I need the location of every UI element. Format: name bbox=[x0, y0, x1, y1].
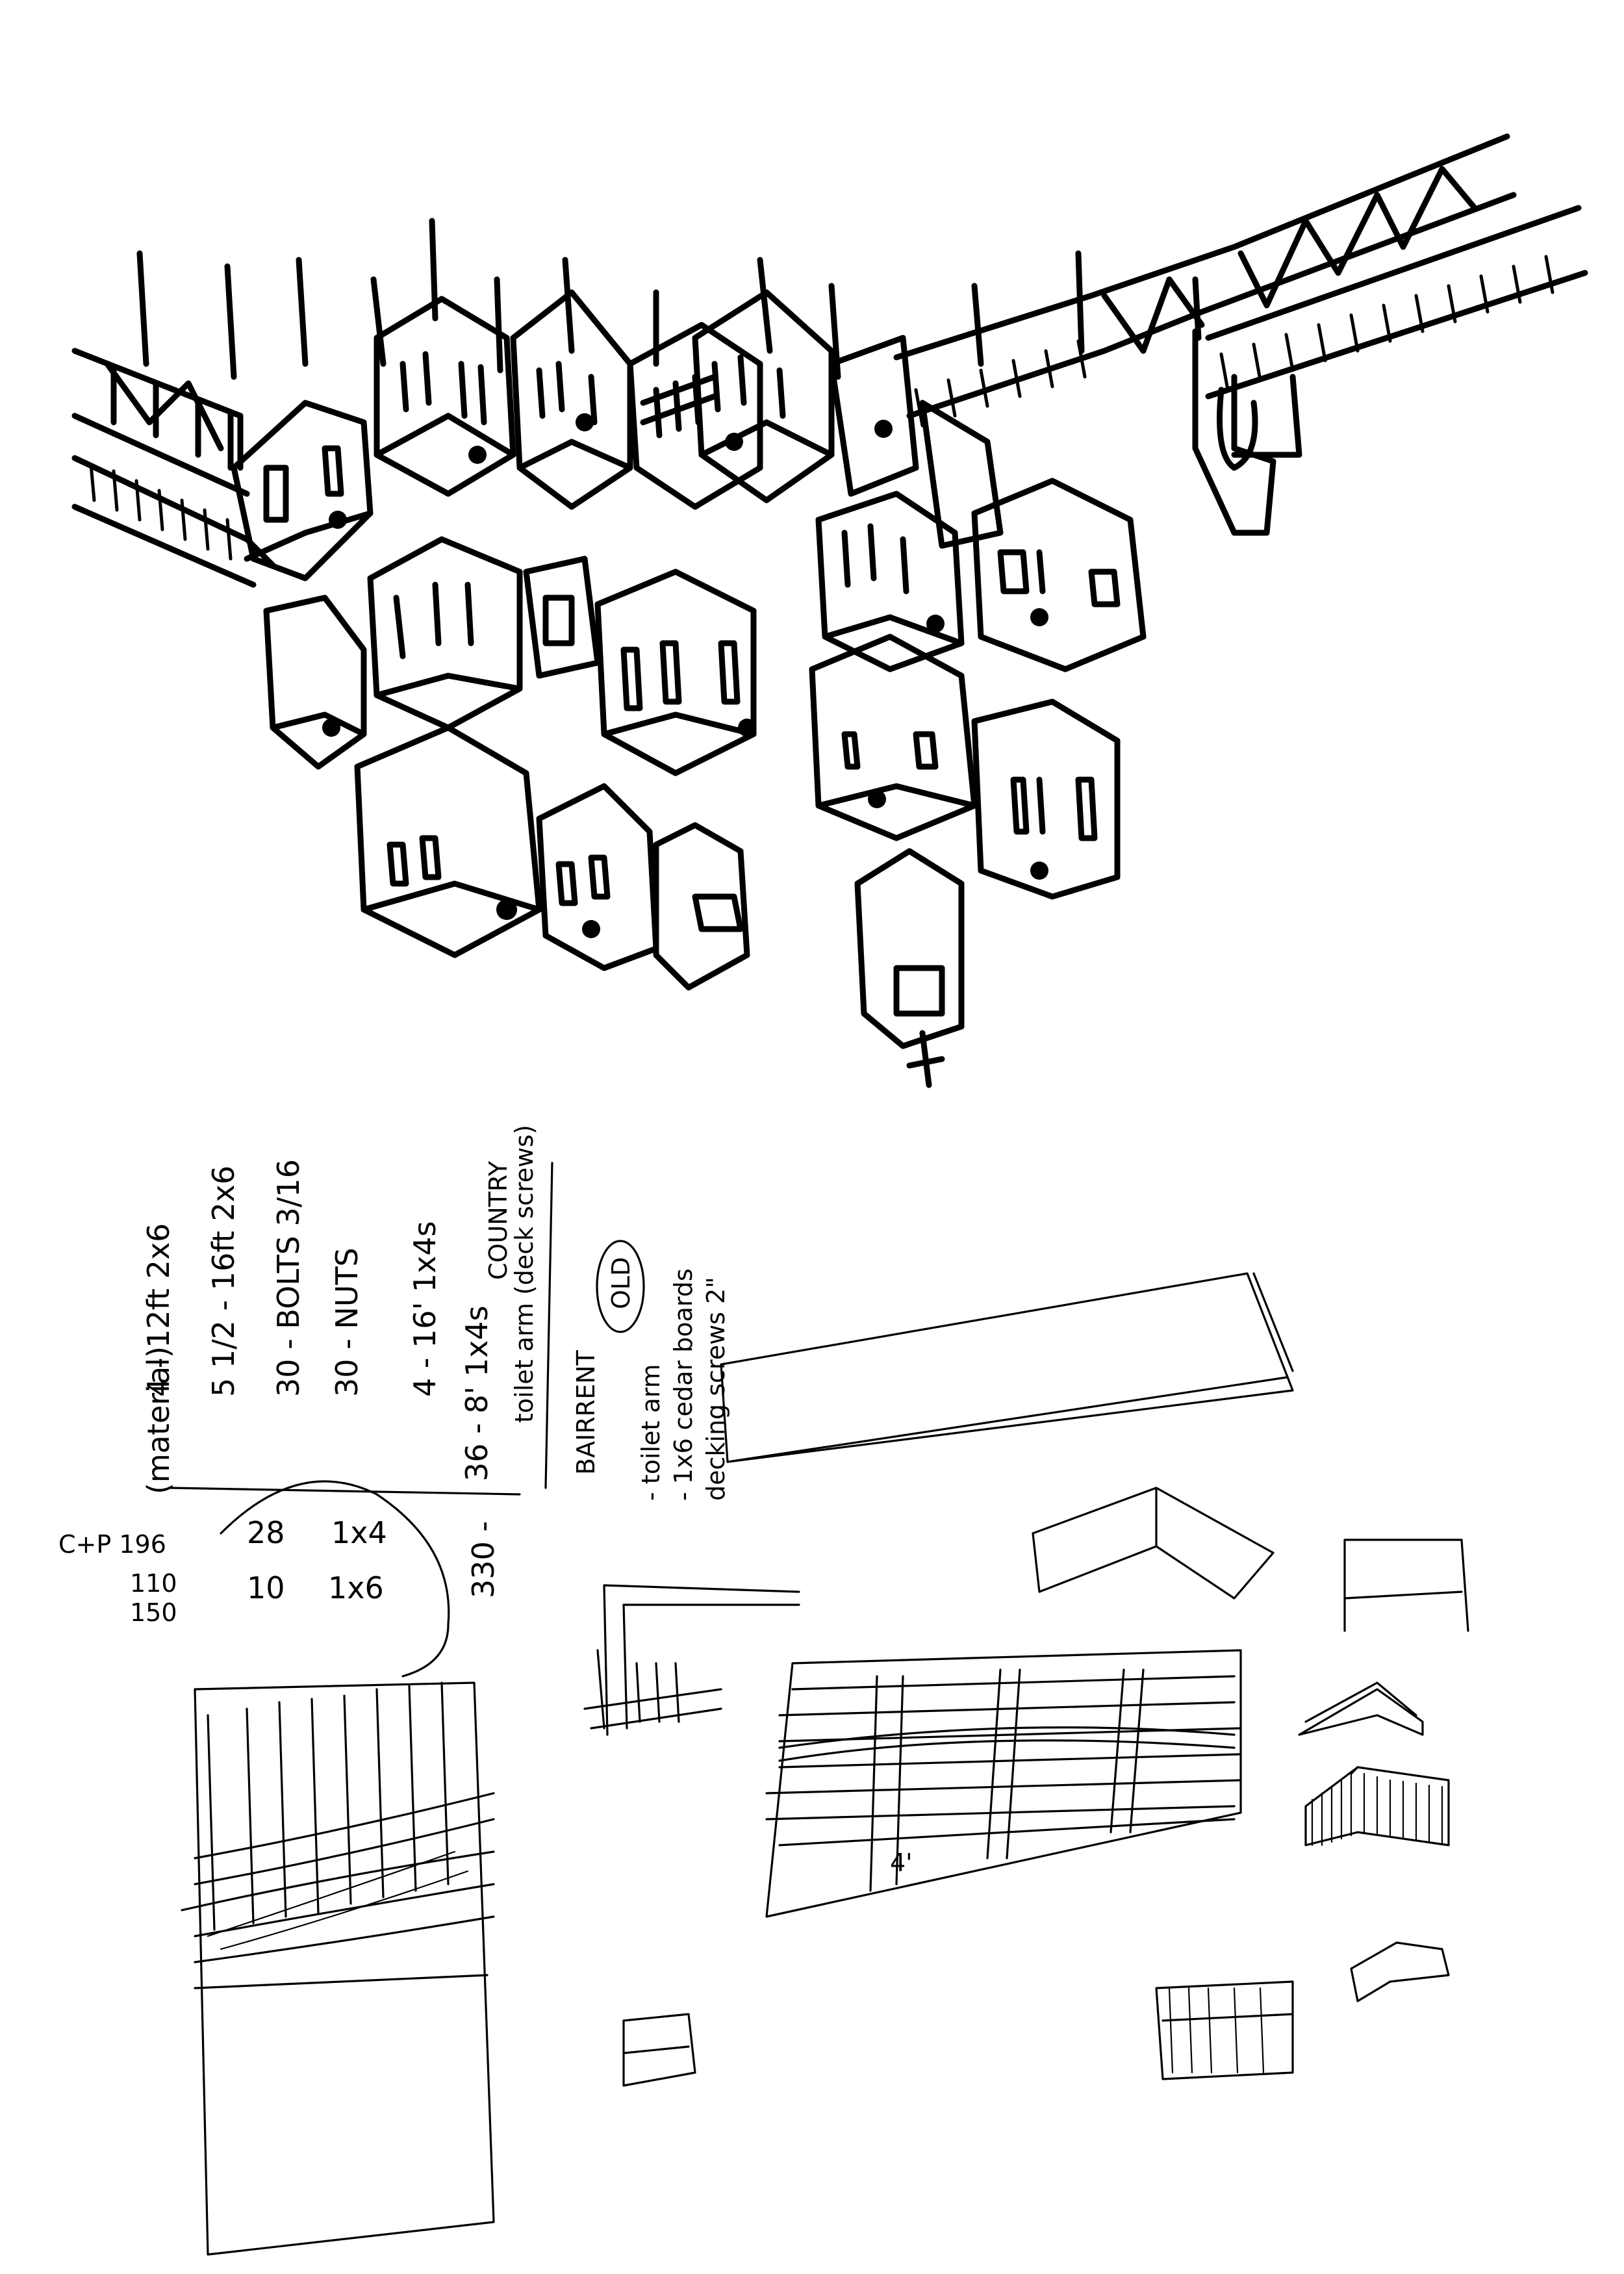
list-a-line-3: 5 1/2 - 16ft 2x6 bbox=[206, 1166, 241, 1397]
tally-r1-c1: C+P 196 bbox=[58, 1530, 166, 1559]
tally-r1-c3: 1x4 bbox=[331, 1515, 387, 1550]
stacked-houses bbox=[231, 289, 1147, 1088]
fence-sketch-left bbox=[181, 1681, 495, 2256]
left-bridge-truss bbox=[71, 348, 276, 588]
small-panel-sketch bbox=[622, 2013, 696, 2087]
list-a-annotation: COUNTRY bbox=[484, 1160, 513, 1280]
tally-notes: C+P 196 28 1x4 110 10 1x6 150 330 - bbox=[58, 1480, 501, 1678]
bracket-sketch bbox=[1032, 1487, 1275, 1600]
list-a-line-5: 30 - NUTS bbox=[329, 1247, 364, 1397]
frame-sketch bbox=[1343, 1539, 1469, 1632]
tally-r3-c1: 150 bbox=[130, 1598, 177, 1627]
roof-spires bbox=[136, 218, 1202, 380]
tally-r2-c2: 10 bbox=[247, 1570, 285, 1605]
right-bridge-truss bbox=[893, 133, 1588, 536]
list-a-line-4: 30 - BOLTS 3/16 bbox=[271, 1159, 306, 1397]
fence-panel-sketch-right bbox=[1155, 1980, 1294, 2080]
post-sketch bbox=[583, 1584, 800, 1736]
vertical-divider bbox=[544, 1162, 553, 1489]
tally-r2-c3: 1x6 bbox=[328, 1570, 384, 1605]
tally-loop bbox=[220, 1480, 450, 1678]
picket-fence-sketch bbox=[1304, 1766, 1450, 1846]
tally-side: 330 - bbox=[466, 1521, 501, 1598]
list-a-line-2: 4 - 12ft 2x6 bbox=[141, 1223, 176, 1397]
horizontal-divider bbox=[168, 1487, 521, 1496]
materials-list-b: OLD BAIRRENT - toilet arm - 1x6 cedar bo… bbox=[572, 1240, 730, 1501]
list-a-line-7: 36 - 8' 1x4s bbox=[459, 1305, 494, 1481]
wall-elevation-sketch: 4' bbox=[765, 1649, 1242, 1918]
house-cluster-drawing bbox=[71, 133, 1588, 1088]
list-b-line-1: BAIRRENT bbox=[572, 1349, 600, 1475]
old-circle bbox=[596, 1240, 645, 1333]
tally-r2-c1: 110 bbox=[130, 1569, 177, 1598]
list-b-line-3: - 1x6 cedar boards bbox=[669, 1268, 698, 1501]
roof-sketch-small bbox=[1298, 1681, 1424, 1736]
materials-list-a: (material) 4 - 12ft 2x6 5 1/2 - 16ft 2x6… bbox=[141, 1125, 539, 1494]
dimension-label: 4' bbox=[890, 1848, 913, 1877]
list-b-label: OLD bbox=[607, 1257, 635, 1309]
list-a-line-6: 4 - 16' 1x4s bbox=[407, 1221, 442, 1397]
list-a-line-8: toilet arm (deck screws) bbox=[510, 1125, 539, 1423]
box-sketch-right bbox=[1350, 1941, 1450, 2002]
tally-r1-c2: 28 bbox=[247, 1515, 285, 1550]
list-a-line-1: (material) bbox=[141, 1346, 176, 1494]
beam-sketch bbox=[720, 1272, 1294, 1463]
list-b-line-4: decking screws 2" bbox=[702, 1277, 730, 1501]
list-b-line-2: - toilet arm bbox=[637, 1364, 665, 1501]
